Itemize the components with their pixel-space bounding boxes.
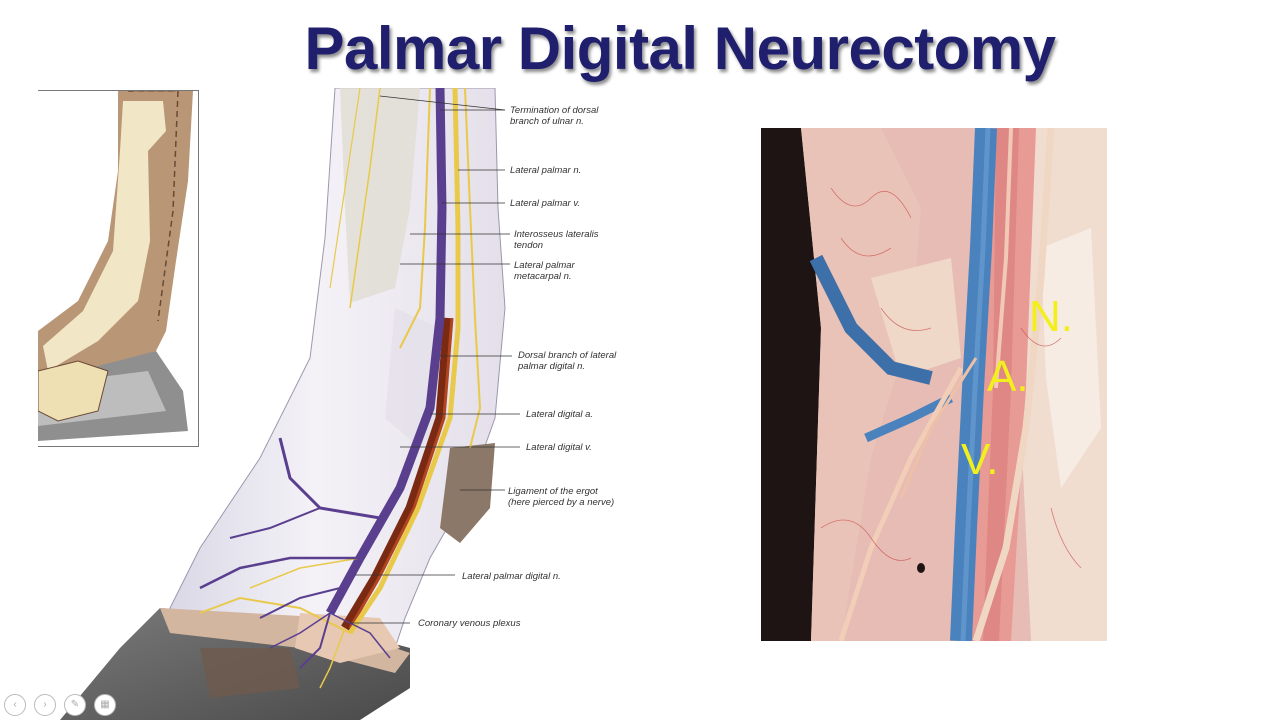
- next-slide-button[interactable]: ›: [34, 694, 56, 716]
- slide-nav-controls: ‹ › ✎ ▦: [4, 694, 116, 716]
- label-interosseus-tendon: Interosseus lateralis tendon: [514, 229, 599, 251]
- photo-label-artery: A.: [987, 352, 1029, 401]
- label-termination-dorsal-branch: Termination of dorsal branch of ulnar n.: [510, 105, 599, 127]
- hoof-thumbnail-figure: [37, 90, 199, 447]
- label-lateral-palmar-vein: Lateral palmar v.: [510, 198, 581, 209]
- slide-title: Palmar Digital Neurectomy: [304, 15, 1056, 82]
- label-coronary-venous-plexus: Coronary venous plexus: [418, 618, 521, 629]
- label-ligament-ergot: Ligament of the ergot (here pierced by a…: [508, 486, 615, 508]
- illustration-svg: [60, 87, 520, 720]
- label-lateral-digital-artery: Lateral digital a.: [526, 409, 594, 420]
- dissection-photo-svg: [761, 128, 1107, 641]
- label-lateral-palmar-nerve: Lateral palmar n.: [510, 165, 582, 176]
- slide-menu-button[interactable]: ▦: [94, 694, 116, 716]
- label-lateral-digital-vein: Lateral digital v.: [526, 442, 592, 453]
- dissection-photo: N. A. V.: [761, 128, 1107, 641]
- photo-label-vein: V.: [961, 435, 999, 484]
- label-dorsal-branch-digital-nerve: Dorsal branch of lateral palmar digital …: [518, 350, 617, 372]
- hoof-thumbnail-svg: [37, 90, 193, 441]
- prev-slide-button[interactable]: ‹: [4, 694, 26, 716]
- label-lateral-palmar-digital-nerve: Lateral palmar digital n.: [462, 571, 561, 582]
- pen-tool-button[interactable]: ✎: [64, 694, 86, 716]
- label-palmar-metacarpal-nerve: Lateral palmar metacarpal n.: [514, 260, 575, 282]
- anatomy-illustration: Termination of dorsal branch of ulnar n.…: [0, 87, 640, 720]
- photo-label-nerve: N.: [1029, 292, 1073, 341]
